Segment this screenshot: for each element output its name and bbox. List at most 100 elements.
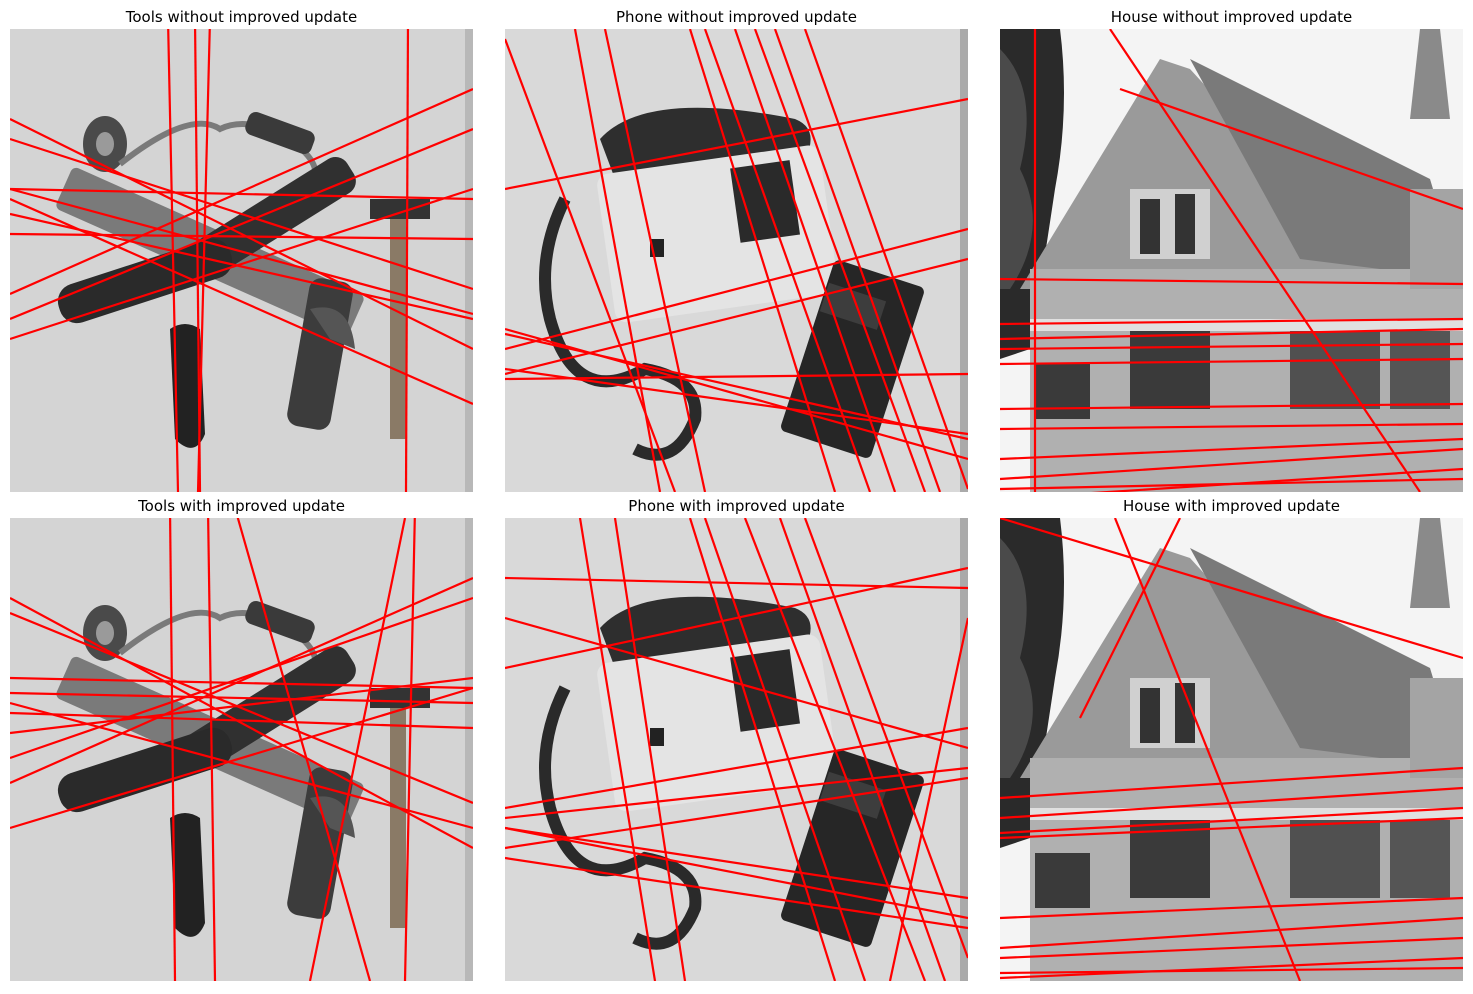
- detected-line: [888, 617, 968, 981]
- detected-line: [778, 518, 947, 981]
- detected-line: [1000, 447, 1463, 481]
- detected-line: [10, 711, 473, 730]
- detected-line: [404, 29, 410, 492]
- tools-photo-with-lines: [10, 29, 473, 492]
- detected-line: [1000, 437, 1463, 461]
- detected-line: [613, 518, 687, 981]
- detected-line: [1000, 896, 1463, 920]
- detected-line: [1000, 766, 1463, 800]
- panel-title: Phone with improved update: [628, 497, 845, 515]
- tools-photo: [10, 29, 473, 492]
- panel-title: House with improved update: [1123, 497, 1340, 515]
- phone-image: [505, 518, 968, 981]
- detected-line: [603, 29, 707, 492]
- detected-line: [10, 232, 473, 241]
- detected-line: [1000, 402, 1463, 411]
- detected-line: [505, 372, 968, 381]
- detected-line: [1000, 422, 1463, 431]
- detected-line: [803, 29, 968, 490]
- detected-line: [505, 97, 968, 191]
- detected-line: [10, 187, 473, 316]
- detected-line: [505, 257, 968, 376]
- tools-image: [10, 518, 473, 981]
- detected-line: [10, 576, 473, 785]
- detected-line: [10, 187, 473, 341]
- detected-line: [505, 566, 968, 670]
- detected-line: [1000, 936, 1463, 960]
- detected-line: [703, 518, 867, 981]
- tools-photo: [10, 518, 473, 981]
- detected-line: [505, 826, 968, 900]
- detected-line: [10, 137, 473, 291]
- detected-line: [733, 29, 897, 492]
- detected-line: [505, 776, 968, 850]
- detected-line: [505, 616, 968, 750]
- detected-line: [703, 29, 872, 492]
- detected-line: [10, 127, 473, 321]
- tools-photo-with-lines: [10, 518, 473, 981]
- detected-line: [1000, 786, 1463, 820]
- detected-line: [1000, 806, 1463, 835]
- house-photo: [1000, 29, 1463, 492]
- detected-line: [773, 29, 942, 492]
- panel-title: House without improved update: [1110, 8, 1353, 26]
- detected-line: [10, 701, 473, 830]
- detected-line: [10, 212, 473, 321]
- panel-title: Tools without improved update: [125, 8, 358, 26]
- detected-line: [1113, 518, 1302, 981]
- detected-line: [1000, 956, 1463, 980]
- detected-line: [167, 29, 180, 492]
- detected-line: [505, 227, 968, 351]
- detected-line: [308, 518, 407, 981]
- detected-line: [10, 611, 473, 805]
- panel-title: Phone without improved update: [616, 8, 857, 26]
- detected-line: [236, 518, 372, 981]
- detected-line: [10, 691, 473, 705]
- detected-line: [505, 367, 968, 436]
- detected-line: [753, 29, 927, 492]
- house-photo-with-lines: [1000, 518, 1463, 981]
- phone-photo-with-lines: [505, 29, 968, 492]
- detected-line: [10, 197, 473, 406]
- detected-line: [10, 596, 473, 760]
- detected-line: [1000, 317, 1463, 326]
- house-image: [1000, 29, 1463, 492]
- detected-line: [1119, 87, 1463, 211]
- detected-line: [10, 87, 473, 296]
- detected-line: [573, 29, 662, 492]
- detected-line: [1000, 277, 1463, 286]
- detected-line: [1000, 816, 1463, 840]
- detected-line: [1000, 342, 1463, 351]
- detected-line: [505, 766, 968, 820]
- detected-line: [169, 518, 177, 981]
- panel-title: Tools with improved update: [138, 497, 345, 515]
- tools-image: [10, 29, 473, 492]
- detected-line: [578, 518, 657, 981]
- detected-line: [207, 518, 217, 981]
- phone-photo-with-lines: [505, 518, 968, 981]
- phone-image: [505, 29, 968, 492]
- detected-line: [1091, 467, 1463, 492]
- house-photo: [1000, 518, 1463, 981]
- detected-line: [1000, 916, 1463, 950]
- detected-line: [505, 856, 968, 930]
- detected-line: [10, 686, 473, 830]
- detected-line: [10, 187, 473, 201]
- detected-line: [1000, 966, 1463, 975]
- detected-line: [803, 518, 968, 959]
- house-image: [1000, 518, 1463, 981]
- detected-line: [403, 518, 416, 981]
- detected-line: [1109, 29, 1421, 492]
- detected-line: [505, 332, 968, 441]
- detected-line: [505, 576, 968, 590]
- detected-line: [1000, 327, 1463, 341]
- detected-line: [10, 118, 473, 350]
- detected-line: [1000, 357, 1463, 366]
- detected-line: [505, 826, 968, 920]
- detected-line: [1079, 518, 1181, 719]
- detected-line: [505, 726, 968, 810]
- phone-photo: [505, 29, 968, 492]
- detected-line: [1000, 518, 1463, 660]
- detected-line: [196, 29, 211, 492]
- house-photo-with-lines: [1000, 29, 1463, 492]
